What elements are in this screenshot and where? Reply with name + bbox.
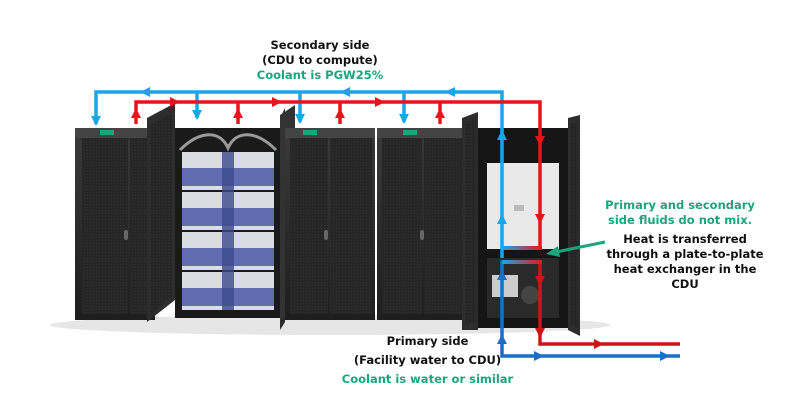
door-handle	[324, 230, 328, 240]
callout-arrow	[546, 240, 606, 257]
cdu-cabinet	[462, 112, 580, 336]
arrow-down-icon	[91, 116, 101, 126]
mixing-line-2: side fluids do not mix.	[608, 213, 752, 227]
arrow-down-icon	[192, 110, 202, 120]
arrow-up-icon	[497, 214, 507, 224]
primary-side-label: Primary side (Facility water to CDU) Coo…	[335, 332, 520, 389]
flow-arrows	[91, 87, 670, 361]
arrow-right-icon	[660, 351, 670, 361]
arrow-up-icon	[435, 108, 445, 118]
arrow-up-icon	[497, 270, 507, 280]
secondary-title: Secondary side	[270, 38, 370, 52]
heat-line-1: Heat is transferred	[623, 232, 747, 246]
arrow-up-icon	[335, 108, 345, 118]
arrow-left-icon	[445, 87, 455, 97]
arrow-down-icon	[535, 136, 545, 146]
arrow-left-icon	[140, 87, 150, 97]
arrow-down-icon	[535, 276, 545, 286]
compute-blades	[182, 152, 274, 310]
arrow-right-icon	[375, 97, 385, 107]
heat-line-3: heat exchanger in the	[613, 262, 757, 276]
primary-subtitle: (Facility water to CDU)	[353, 353, 502, 367]
mixing-line-1: Primary and secondary	[605, 198, 755, 212]
logo-badge	[403, 130, 417, 135]
arrow-up-icon	[497, 130, 507, 140]
logo-badge	[303, 130, 317, 135]
arrow-right-icon	[272, 97, 282, 107]
arrow-right-icon	[594, 339, 604, 349]
heat-exchanger-loop-top	[502, 246, 542, 250]
arrow-down-icon	[535, 214, 545, 224]
heat-line-2: through a plate-to-plate	[606, 247, 764, 261]
arrow-up-icon	[497, 334, 507, 344]
primary-title: Primary side	[386, 334, 469, 348]
closed-cabinet	[377, 128, 465, 320]
logo-badge	[100, 130, 114, 135]
arrow-right-icon	[534, 351, 544, 361]
arrow-up-icon	[131, 108, 141, 118]
arrow-down-icon	[399, 114, 409, 124]
heat-line-4: CDU	[671, 277, 699, 291]
fluids-no-mix-callout: Primary and secondary side fluids do not…	[580, 198, 780, 228]
arrow-left-icon	[340, 87, 350, 97]
closed-cabinet	[285, 128, 375, 320]
arrow-right-icon	[170, 97, 180, 107]
secondary-side-label: Secondary side (CDU to compute) Coolant …	[240, 38, 400, 83]
door-handle	[124, 230, 128, 240]
door-handle	[420, 230, 424, 240]
secondary-subtitle: (CDU to compute)	[262, 53, 378, 67]
closed-cabinet	[75, 128, 155, 320]
arrow-down-icon	[295, 114, 305, 124]
heat-exchanger-loop-bottom	[502, 260, 542, 264]
arrow-down-icon	[535, 328, 545, 338]
arrow-up-icon	[233, 108, 243, 118]
secondary-coolant: Coolant is PGW25%	[256, 68, 384, 82]
heat-transfer-callout: Heat is transferred through a plate-to-p…	[585, 232, 785, 292]
primary-coolant: Coolant is water or similar	[341, 372, 514, 386]
open-compute-rack	[147, 103, 295, 330]
